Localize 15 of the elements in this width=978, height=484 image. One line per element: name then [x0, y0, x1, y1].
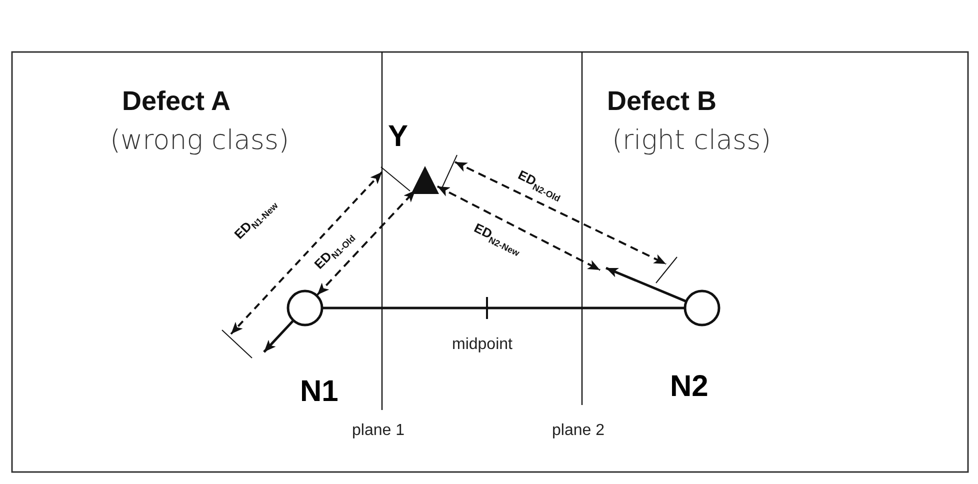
node-label: Y	[388, 122, 408, 152]
heading: Defect B	[607, 88, 717, 115]
plane-label: plane 2	[552, 423, 604, 439]
subheading: (right class)	[612, 127, 772, 154]
point-label: midpoint	[452, 337, 512, 353]
distance-arrow	[316, 190, 416, 296]
heading: Defect A	[122, 88, 231, 115]
node-label: N2	[670, 372, 708, 402]
subheading: (wrong class)	[110, 127, 290, 154]
arrow	[606, 266, 686, 302]
plane-label: plane 1	[352, 423, 404, 439]
connector-line	[323, 306, 684, 310]
node-label: N1	[300, 377, 338, 407]
distance-arrow	[437, 186, 600, 271]
arrow	[263, 320, 294, 353]
